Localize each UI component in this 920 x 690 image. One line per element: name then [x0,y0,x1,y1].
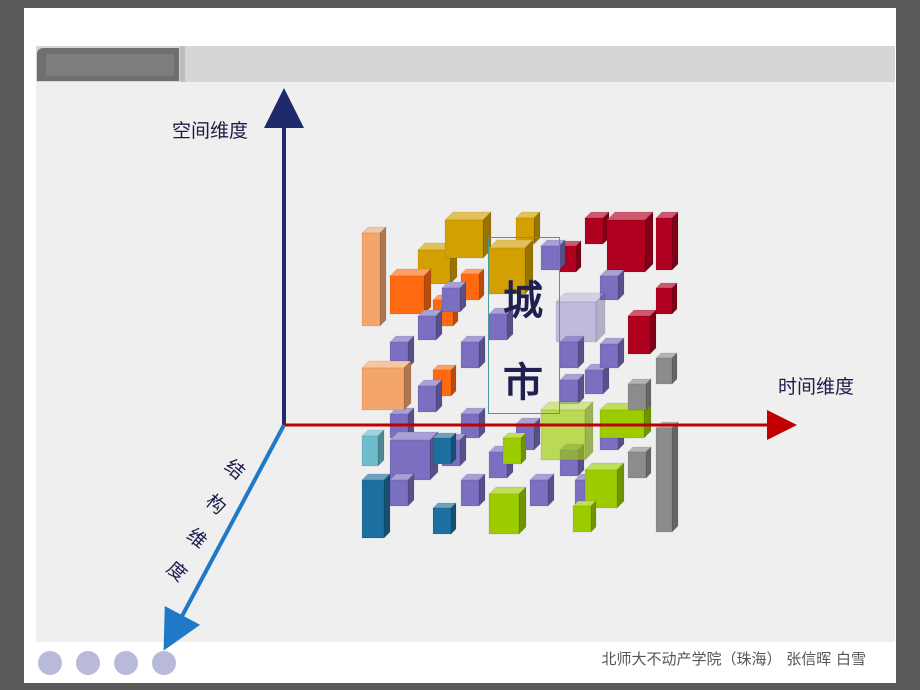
cube-19-front [460,341,480,369]
cube-42-side [450,431,457,466]
cube-44-side [450,501,457,536]
cube-1-side [379,225,387,328]
cube-54-front [655,427,673,533]
cube-11-front [606,219,646,273]
cube-17-front [417,315,437,341]
cube-15-front [627,315,651,355]
cube-43-front [361,479,385,539]
cube-47-front [488,493,520,535]
cube-28-front [488,451,508,479]
cube-16-side [459,280,467,314]
cube-26-front [460,479,480,507]
header-bar [36,46,895,82]
cube-6-side [423,267,432,316]
cube-1-front [361,232,381,327]
cube-40-side [403,359,412,412]
cube-41-front [361,435,379,467]
cube-55-front [555,301,597,343]
footer-text: 北师大不动产学院（珠海） 张信晖 白雪 [601,650,866,668]
cube-55-side [595,291,606,344]
cube-5-front [488,247,526,295]
cube-7-side [478,267,485,302]
cube-34-front [599,343,619,369]
cube-29-side [533,416,541,452]
cube-9-side [450,363,457,398]
cube-31-front [559,341,579,369]
cube-40-front [361,367,405,411]
cube-17-side [435,308,443,342]
cube-51-side [645,377,652,412]
cube-50-front [540,409,586,461]
cube-3-front [444,219,484,259]
space-axis-label: 空间维度 [172,120,249,142]
cube-48-front [502,437,522,465]
cube-20-side [435,378,443,414]
cube-12-side [671,210,679,272]
cube-42-front [432,437,452,465]
cube-27-front [529,479,549,507]
cube-41-side [377,428,385,468]
cube-13-side [575,239,582,274]
cube-49-side [590,499,597,534]
cube-20-front [417,385,437,413]
cube-52-front [627,451,647,479]
cube-35-front [559,379,579,405]
cube-cluster [360,210,680,540]
cube-6-front [389,275,425,315]
cube-51-front [627,383,647,411]
nav-dot-4[interactable] [152,651,176,675]
cube-34-side [617,336,625,370]
cube-27-side [547,472,555,508]
cube-49-front [572,505,592,533]
cube-24-side [459,432,467,468]
cube-30-front [488,313,508,341]
cube-46-side [616,461,625,510]
cube-16-front [441,287,461,313]
cube-40-top [360,360,413,369]
city-char-2: 市 [503,360,543,406]
nav-dot-3[interactable] [114,651,138,675]
cube-14-side [671,281,678,316]
cube-23-front [389,439,431,481]
cube-19-side [478,334,486,370]
time-axis-label: 时间维度 [778,376,855,398]
cube-46-front [584,469,618,509]
cube-11-side [644,210,654,274]
cube-25-side [407,472,415,508]
cube-43-side [383,472,391,540]
cube-53-side [671,351,678,386]
cube-26-side [478,472,486,508]
cube-48-side [520,431,527,466]
structure-axis [163,424,286,651]
cube-55-top [554,292,607,303]
cube-10-front [584,217,604,245]
cube-22-side [478,406,486,440]
cube-50-side [584,400,594,462]
city-char-1: 城 [503,278,543,324]
cube-32-front [584,369,604,395]
cube-52-side [645,445,652,480]
cube-14-front [655,287,673,315]
cube-33-side [617,268,625,302]
cube-25-front [389,479,409,507]
header-tab-inner [46,54,174,76]
nav-dot-2[interactable] [76,651,100,675]
cube-15-side [649,308,657,356]
cube-47-side [518,485,527,536]
city-highlight-box [488,237,560,414]
header-separator [180,46,185,82]
cube-53-front [655,357,673,385]
cube-44-front [432,507,452,535]
cube-35-side [577,372,585,406]
cube-54-side [671,420,679,534]
cube-12-front [655,217,673,271]
nav-dot-1[interactable] [38,651,62,675]
cube-33-front [599,275,619,301]
